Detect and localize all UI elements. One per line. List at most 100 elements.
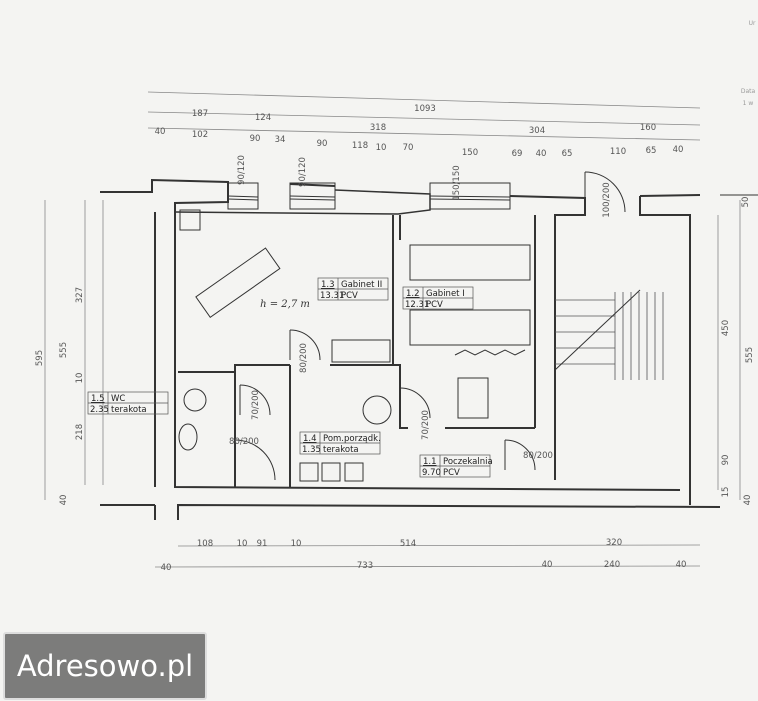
- room-area: 9.70: [422, 468, 441, 478]
- stair-line: [554, 289, 641, 371]
- ceiling-height-note: h = 2,7 m: [260, 299, 310, 310]
- dimension-label: 124: [255, 113, 271, 123]
- dimension-label: 65: [646, 146, 657, 156]
- partition-wall: [330, 215, 394, 366]
- dimension-label: 118: [352, 141, 368, 151]
- dimension-label: 595: [35, 350, 45, 366]
- table: [409, 309, 531, 346]
- dimension-label: 555: [59, 342, 69, 358]
- cabinet: [457, 377, 489, 419]
- dimension-label: 320: [606, 538, 622, 548]
- door-swing: [234, 439, 276, 481]
- room-number: 1.4: [303, 434, 317, 444]
- room-name: Poczekalnia: [443, 457, 493, 467]
- room-area: 2.35: [90, 405, 109, 415]
- room-area: 12.31: [405, 300, 429, 310]
- room-number: 1.3: [321, 280, 335, 290]
- dimension-line: [147, 111, 701, 126]
- dimension-label: 90: [250, 134, 261, 144]
- chair: [344, 462, 364, 482]
- window-size-label: 90/120: [298, 157, 308, 187]
- window-size-label: 90/120: [237, 155, 247, 185]
- watermark-logo: Adresowo.pl: [3, 632, 207, 700]
- dimension-line: [147, 127, 701, 141]
- dimension-label: 450: [721, 320, 731, 336]
- dimension-label: 40: [673, 145, 684, 155]
- window-pane: [227, 198, 259, 201]
- dimension-label: 15: [721, 487, 731, 498]
- table: [409, 244, 531, 281]
- dimension-label: 10: [237, 539, 248, 549]
- outer-wall: [174, 189, 431, 215]
- dimension-label: 40: [536, 149, 547, 159]
- dimension-line: [177, 544, 701, 547]
- dimension-label: 50: [741, 197, 751, 208]
- cabinet: [331, 339, 391, 363]
- dimension-label: 10: [75, 373, 85, 384]
- window-size-label: 150/150: [452, 165, 462, 200]
- door-swing: [584, 171, 626, 213]
- dimension-label: 327: [75, 287, 85, 303]
- room-name: WC: [111, 394, 125, 404]
- dimension-label: 69: [512, 149, 523, 159]
- room-name: Pom.porządk.: [323, 434, 381, 444]
- room-area: 1.35: [302, 445, 321, 455]
- dimension-label: 102: [192, 130, 208, 140]
- window-pane: [429, 198, 511, 201]
- dimension-label: 108: [197, 539, 213, 549]
- massage-table: [195, 247, 281, 319]
- door-swing: [289, 329, 321, 361]
- outer-wall: [177, 503, 721, 520]
- dimension-label: 40: [161, 563, 172, 573]
- dimension-label: 40: [59, 495, 69, 506]
- toilet: [183, 388, 207, 412]
- room-number: 1.5: [91, 394, 105, 404]
- dimension-label: 65: [562, 149, 573, 159]
- room-name: Gabinet II: [341, 280, 382, 290]
- door-size-label: 80/200: [229, 437, 259, 447]
- room-floor-type: PCV: [426, 300, 443, 310]
- window-pane: [227, 195, 259, 198]
- dimension-line: [147, 91, 701, 109]
- dimension-label: 70: [403, 143, 414, 153]
- dimension-label: 90: [721, 455, 731, 466]
- outer-wall: [509, 195, 586, 480]
- door-swing: [399, 387, 431, 419]
- dimension-label: 733: [357, 561, 373, 571]
- dimension-label: 90: [317, 139, 328, 149]
- room-floor-type: PCV: [443, 468, 460, 478]
- dimension-label: 514: [400, 539, 416, 549]
- dimension-label: 240: [604, 560, 620, 570]
- dimension-line: [154, 565, 701, 568]
- title-block-text: 1 w: [743, 100, 754, 107]
- door-swing: [504, 439, 536, 471]
- dimension-label: 160: [640, 123, 656, 133]
- dimension-label: 40: [676, 560, 687, 570]
- door-size-label: 70/200: [421, 410, 431, 440]
- window-pane: [289, 195, 336, 198]
- outer-wall: [639, 196, 691, 505]
- room-area: 13.31: [320, 291, 344, 301]
- dimension-label: 40: [743, 495, 753, 506]
- round-table: [362, 395, 392, 425]
- title-block-text: Ur: [749, 20, 756, 27]
- dimension-label: 40: [155, 127, 166, 137]
- door-size-label: 80/200: [523, 451, 553, 461]
- window-pane: [429, 195, 511, 198]
- chair: [321, 462, 341, 482]
- door-swing: [239, 384, 271, 416]
- door-size-label: 80/200: [299, 343, 309, 373]
- title-block-text: Data: [741, 88, 756, 95]
- dimension-label: 150: [462, 148, 478, 158]
- room-floor-type: terakota: [323, 445, 359, 455]
- room-number: 1.2: [406, 289, 420, 299]
- outer-wall: [639, 194, 701, 197]
- room-name: Gabinet I: [426, 289, 465, 299]
- door-size-label: 100/200: [602, 182, 612, 217]
- dimension-label: 304: [529, 126, 545, 136]
